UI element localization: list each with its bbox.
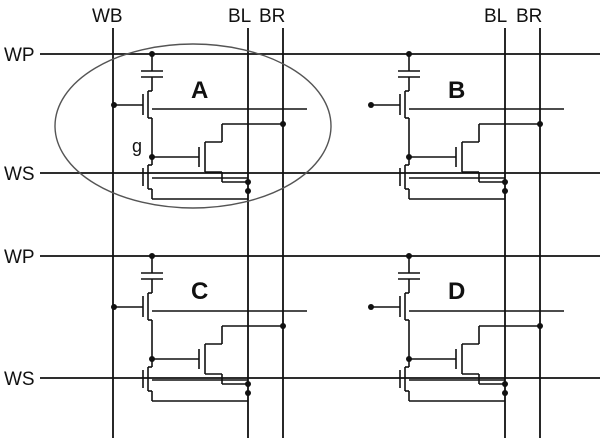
cell-a-circuit xyxy=(110,50,308,200)
br-label-right: BR xyxy=(516,6,542,27)
cell-c-label: C xyxy=(191,278,208,305)
cell-a-label: A xyxy=(191,77,208,104)
cell-b-circuit xyxy=(367,50,565,200)
wp-label-bottom: WP xyxy=(4,247,35,268)
br-label-left: BR xyxy=(259,6,285,27)
gate-node-label: g xyxy=(132,136,142,156)
cell-b-label: B xyxy=(448,77,465,104)
cell-a-highlight-ellipse xyxy=(54,43,332,209)
ws-label-top: WS xyxy=(4,164,35,185)
bl-label-left: BL xyxy=(228,6,251,27)
cell-d-label: D xyxy=(448,278,465,305)
bl-label-right: BL xyxy=(484,6,507,27)
ws-label-bottom: WS xyxy=(4,369,35,390)
wp-label-top: WP xyxy=(4,45,35,66)
wb-label: WB xyxy=(92,6,123,27)
